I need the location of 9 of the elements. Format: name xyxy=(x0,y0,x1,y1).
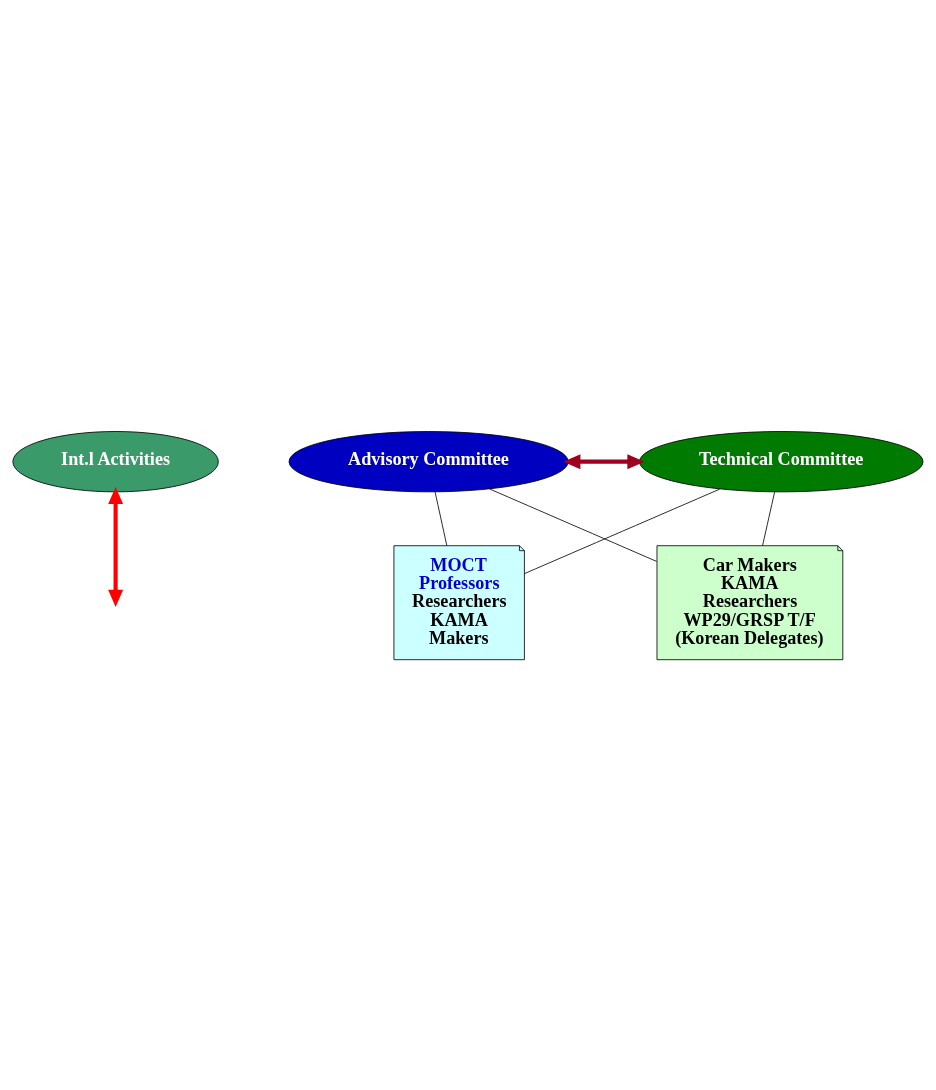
arrow xyxy=(108,486,124,607)
node-ellipse: Advisory Committee xyxy=(288,430,569,492)
connector xyxy=(434,491,448,546)
connector xyxy=(762,491,776,546)
node-ellipse: Technical Committee xyxy=(639,430,924,492)
connector xyxy=(524,488,720,574)
arrow xyxy=(563,453,645,469)
connector xyxy=(489,488,658,562)
node-ellipse: Int.l Activities xyxy=(12,430,219,492)
